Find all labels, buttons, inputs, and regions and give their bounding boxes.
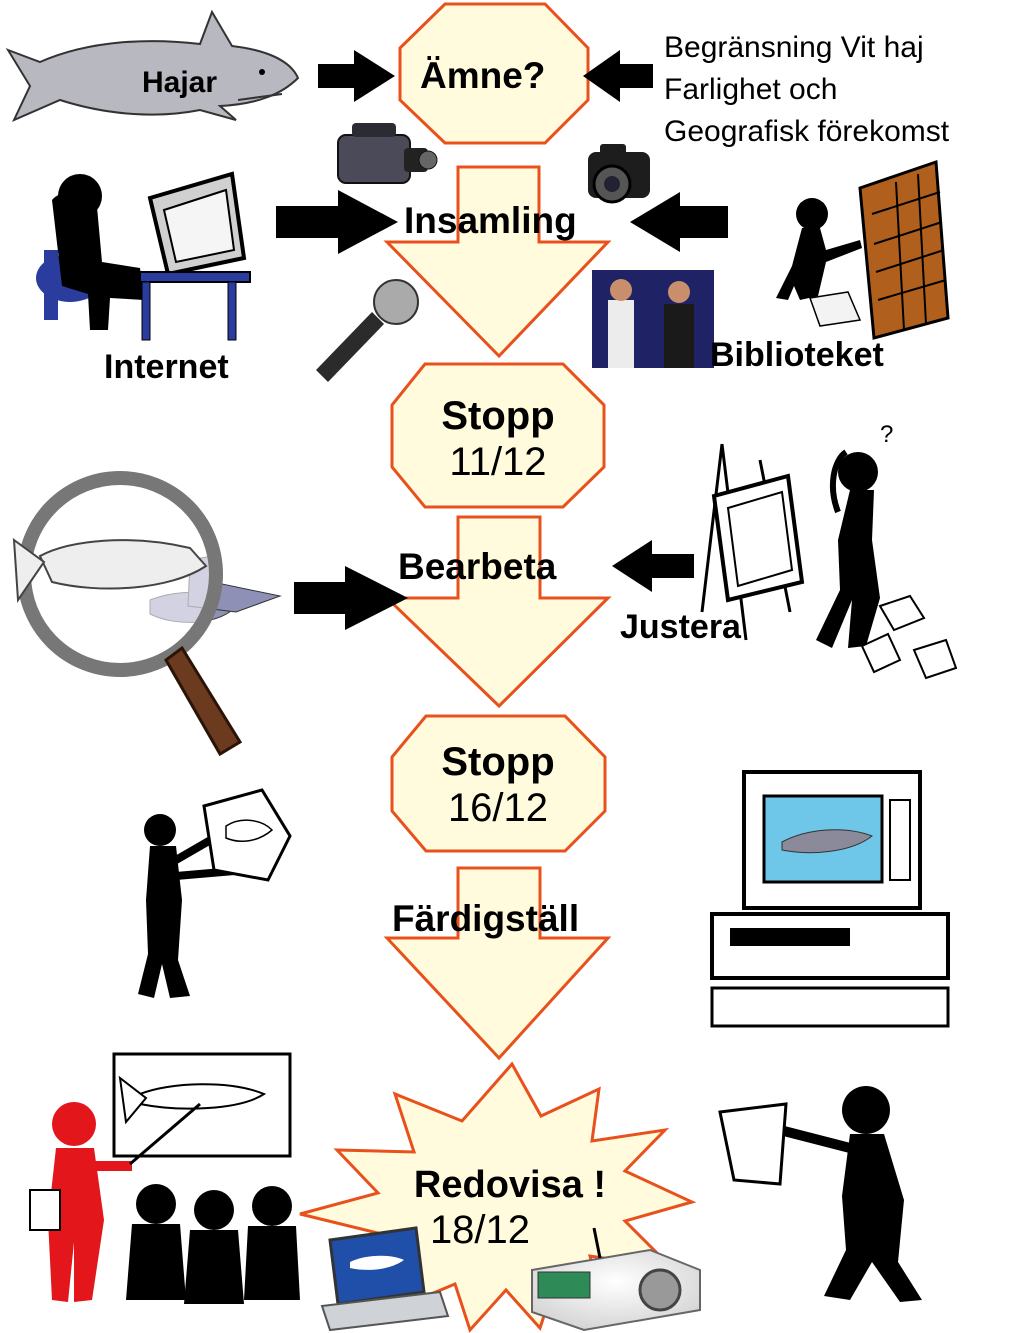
svg-text:?: ? [880, 421, 893, 448]
presenter-image [29, 1052, 292, 1302]
shark-image [5, 9, 300, 122]
magnifier-sharks-image [12, 471, 282, 757]
topic-note-3: Geografisk förekomst [664, 115, 950, 148]
arrow-right-magnifier [294, 566, 408, 630]
interview-photo-image [592, 270, 714, 368]
laptop-image [320, 1226, 450, 1332]
process-arrow [383, 515, 612, 709]
arrow-left-adjust [612, 540, 694, 592]
adjust-label: Justera [620, 608, 741, 646]
person-at-computer-image [36, 171, 251, 341]
retro-computer-image [710, 770, 950, 1028]
finish-label: Färdigställ [392, 898, 580, 939]
photo-camera-image [588, 144, 650, 204]
present-date: 18/12 [429, 1208, 531, 1252]
person-at-bookshelf-image [776, 159, 950, 340]
stop2-title: Stopp [441, 740, 555, 784]
topic-octagon [398, 2, 590, 145]
library-label: Biblioteket [710, 336, 884, 374]
internet-label: Internet [104, 348, 229, 386]
hajar-label: Hajar [142, 66, 218, 99]
audience-image [126, 1184, 300, 1304]
video-camera-image [337, 123, 438, 184]
microphone-image [316, 279, 419, 382]
topic-notes: Begränsning Vit haj Farlighet och Geogra… [664, 27, 949, 153]
topic-note-2: Farlighet och [664, 73, 838, 106]
present-title: Redovisa ! [413, 1164, 607, 1206]
process-label: Bearbeta [398, 546, 557, 587]
arrow-right-hajar [318, 50, 395, 102]
collect-arrow [383, 165, 612, 359]
stop1-octagon [390, 362, 606, 509]
arrow-right-internet [276, 190, 398, 254]
collect-label: Insamling [404, 200, 577, 241]
arrow-left-notes [583, 50, 653, 102]
finish-arrow [383, 866, 612, 1061]
stop2-octagon [390, 714, 607, 853]
person-with-drawing-image [138, 788, 292, 998]
arrow-left-library [630, 192, 728, 252]
projector-image [531, 1227, 701, 1332]
stop1-date: 11/12 [449, 440, 547, 484]
stop2-date: 16/12 [447, 786, 549, 830]
person-reading-image [718, 1086, 922, 1302]
topic-note-1: Begränsning Vit haj [664, 31, 924, 64]
person-at-easel-image: ? [700, 421, 958, 680]
stop1-title: Stopp [441, 394, 555, 438]
topic-label: Ämne? [420, 55, 546, 96]
